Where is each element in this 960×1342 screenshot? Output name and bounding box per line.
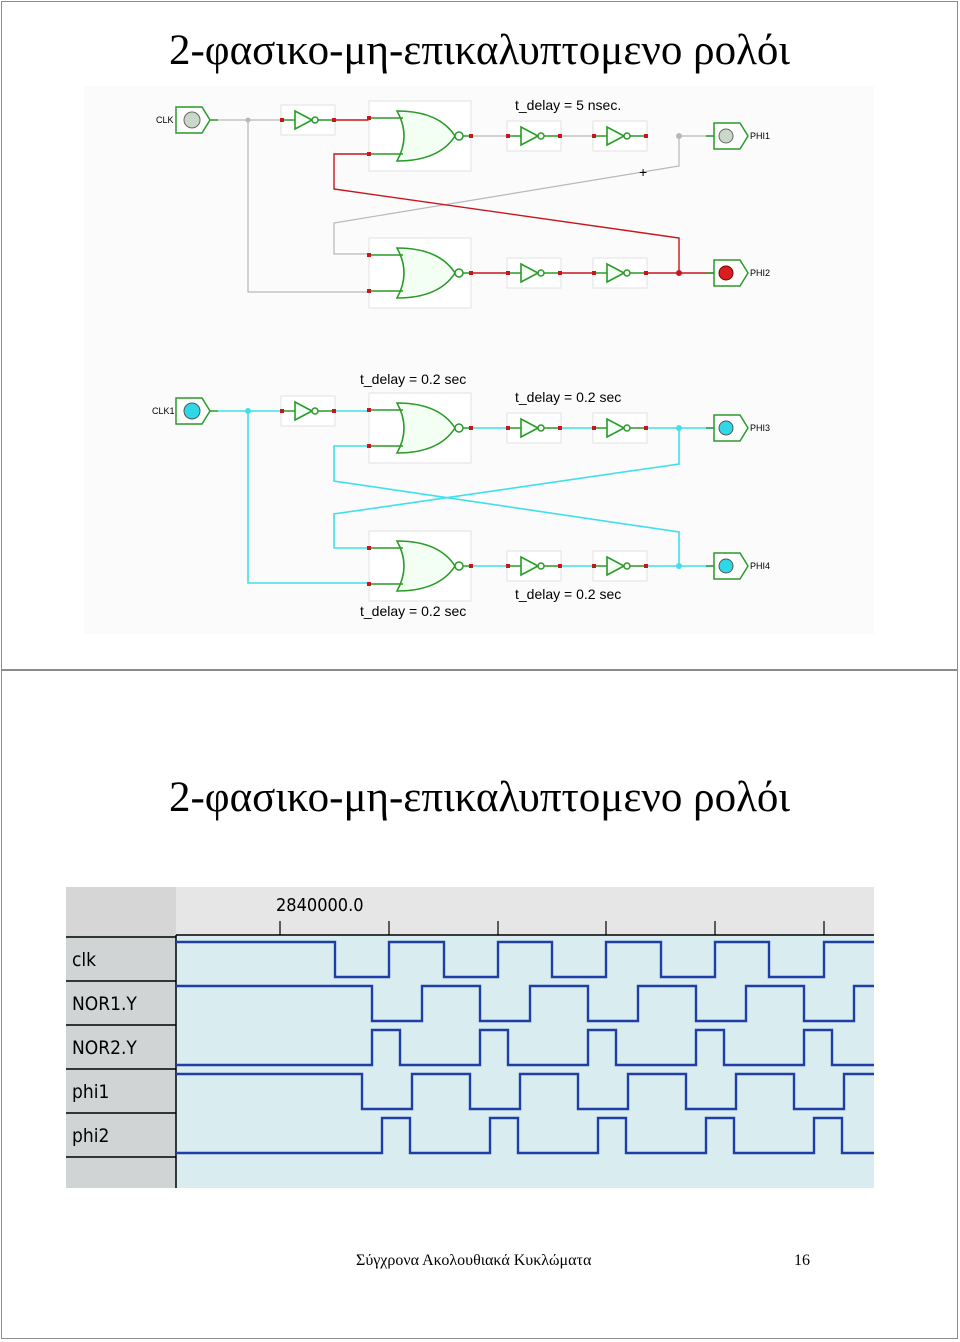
time-ticks xyxy=(279,921,825,935)
time-label: 2840000.0 xyxy=(276,895,364,916)
circuit-top: CLK PHI1 PHI2 t_delay = 5 nsec. + xyxy=(156,97,770,309)
cursor-marker: + xyxy=(639,164,647,180)
signal-label-clk: clk xyxy=(72,949,96,971)
trace-nor1y xyxy=(176,984,874,1023)
schematic-svg: CLK PHI1 PHI2 t_delay = 5 nsec. + xyxy=(152,97,770,619)
pin-label-phi2: PHI2 xyxy=(750,268,770,278)
slide-title-bottom: 2-φασικο-μη-επικαλυπτομενο ρολόι xyxy=(168,774,790,821)
circuit-bottom: CLK1 PHI3 PHI4 t_delay = 0.2 sec t_delay… xyxy=(152,371,770,619)
top-red-wires xyxy=(284,119,714,274)
slide-title-top: 2-φασικο-μη-επικαλυπτομενο ρολόι xyxy=(168,27,790,74)
waveform-svg: 2840000.0 clk NOR1.Y NOR2.Y phi1 phi2 xyxy=(66,887,874,1188)
trace-nor2y xyxy=(176,1028,874,1067)
delay-label-buf2: t_delay = 0.2 sec xyxy=(515,586,621,602)
delay-label-buf1: t_delay = 0.2 sec xyxy=(515,389,621,405)
pin-label-phi3: PHI3 xyxy=(750,423,770,433)
delay-label-nor2: t_delay = 0.2 sec xyxy=(360,603,466,619)
pin-label-clk: CLK xyxy=(156,115,174,125)
footer-page-number: 16 xyxy=(794,1252,810,1269)
signal-name-column xyxy=(66,935,176,1188)
signal-label-nor1y: NOR1.Y xyxy=(72,993,137,1015)
signal-label-phi1: phi1 xyxy=(72,1081,109,1103)
trace-clk xyxy=(176,940,874,979)
signal-label-phi2: phi2 xyxy=(72,1125,109,1147)
delay-label-top: t_delay = 5 nsec. xyxy=(515,97,621,113)
waveform-viewer: 2840000.0 clk NOR1.Y NOR2.Y phi1 phi2 xyxy=(66,887,874,1188)
delay-label-nor1: t_delay = 0.2 sec xyxy=(360,371,466,387)
trace-phi2 xyxy=(176,1116,874,1155)
waveform-background xyxy=(66,887,874,1188)
footer-course-title: Σύγχρονα Ακολουθιακά Κυκλώματα xyxy=(356,1252,592,1269)
signal-label-nor2y: NOR2.Y xyxy=(72,1037,137,1059)
waveform-traces xyxy=(176,940,874,1155)
pin-label-phi1: PHI1 xyxy=(750,131,770,141)
trace-phi1 xyxy=(176,1072,874,1111)
schematic-panel: CLK PHI1 PHI2 t_delay = 5 nsec. + xyxy=(84,86,874,634)
time-ruler xyxy=(66,887,874,935)
bottom-cyan-wires xyxy=(218,410,714,584)
signal-name-rows xyxy=(66,935,177,1188)
pin-label-clk1: CLK1 xyxy=(152,406,175,416)
pin-label-phi4: PHI4 xyxy=(750,561,770,571)
